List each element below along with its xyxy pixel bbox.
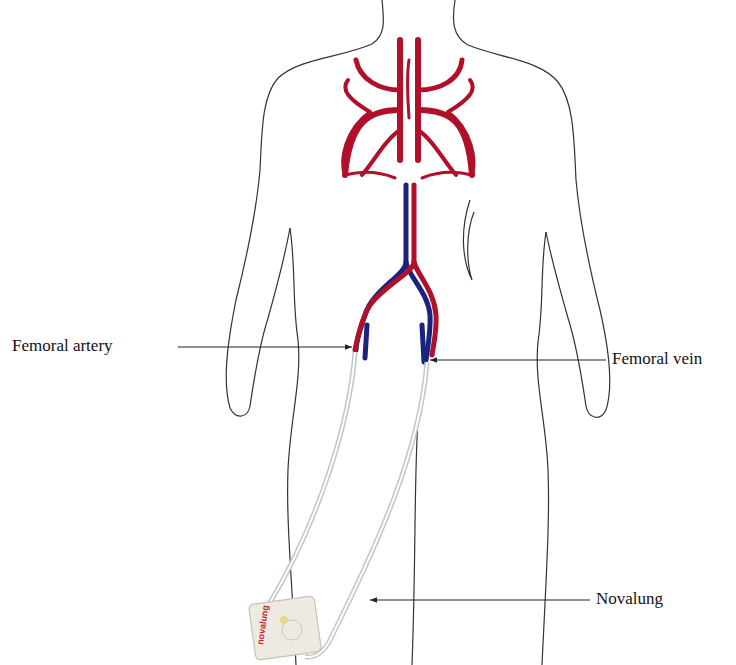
callout-label: Femoral artery bbox=[12, 336, 113, 356]
callout-label: Novalung bbox=[596, 589, 663, 609]
aorta bbox=[355, 185, 414, 350]
device-brand: novalung bbox=[255, 604, 270, 645]
femoral-vein bbox=[422, 325, 424, 362]
vena-cava bbox=[406, 262, 430, 360]
body-outline bbox=[226, 0, 610, 665]
device-box: novalung bbox=[252, 600, 318, 656]
lungs bbox=[343, 40, 473, 178]
leader-line bbox=[178, 347, 606, 600]
callout-label: Femoral vein bbox=[612, 349, 702, 369]
novalung-device bbox=[248, 596, 321, 661]
femoral-vein bbox=[365, 325, 367, 358]
